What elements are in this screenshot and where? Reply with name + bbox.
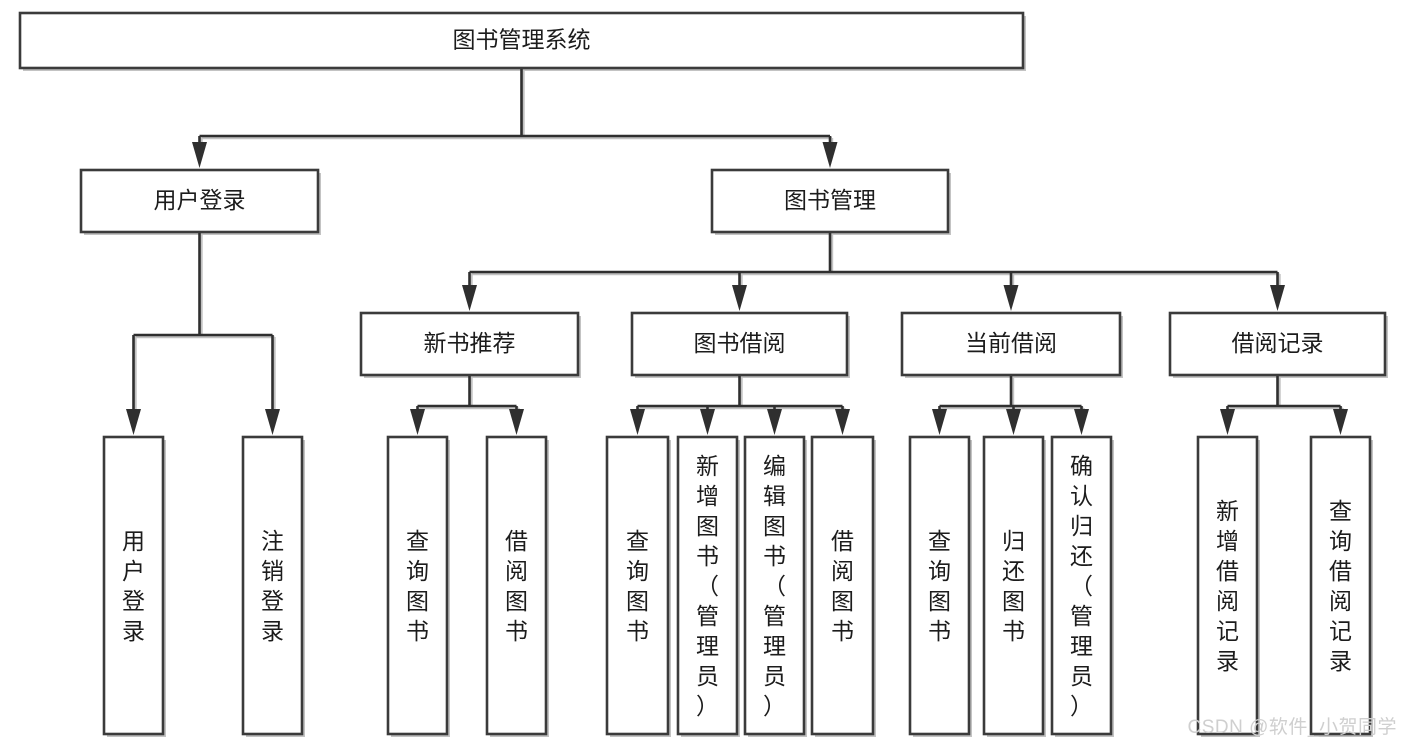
node-leaf-confirm-return-label: 确认归还（管理员） bbox=[1070, 453, 1093, 719]
conn-borrow-records-to-leaf-add-record-arrowhead bbox=[1220, 409, 1235, 435]
node-leaf-query-book-1-label: 查询图书 bbox=[406, 528, 429, 644]
node-leaf-edit-book-label: 编辑图书（管理员） bbox=[763, 453, 786, 719]
node-leaf-query-record-label: 查询借阅记录 bbox=[1329, 498, 1352, 674]
node-leaf-user-logout-box[interactable] bbox=[241, 435, 304, 736]
node-leaf-query-book-2-label: 查询图书 bbox=[626, 528, 649, 644]
conn-book-borrow-to-leaf-query-book-2-arrowhead bbox=[630, 409, 645, 435]
node-leaf-borrow-book-2-box[interactable] bbox=[810, 435, 875, 736]
node-leaf-return-book-box[interactable] bbox=[982, 435, 1045, 736]
node-leaf-borrow-book-1-box[interactable] bbox=[485, 435, 548, 736]
node-root-label: 图书管理系统 bbox=[453, 27, 591, 53]
watermark-label: CSDN @软件_小贺同学 bbox=[1187, 717, 1397, 738]
node-borrow-records-box[interactable] bbox=[1168, 311, 1387, 377]
conn-current-borrow-to-leaf-confirm-return-arrowhead bbox=[1074, 409, 1089, 435]
node-leaf-query-book-1-box[interactable] bbox=[386, 435, 449, 736]
node-new-book-recommend-box[interactable] bbox=[359, 311, 580, 377]
conn-book-borrow-to-leaf-add-book-arrowhead bbox=[700, 409, 715, 435]
node-root-box[interactable] bbox=[18, 11, 1025, 70]
node-new-book-recommend-label: 新书推荐 bbox=[424, 330, 516, 356]
conn-root-to-book-management-arrowhead bbox=[822, 142, 838, 168]
conn-root-to-user-login-arrowhead bbox=[192, 142, 207, 168]
node-leaf-edit-book-box[interactable] bbox=[743, 435, 806, 736]
node-leaf-borrow-book-1-label: 借阅图书 bbox=[505, 528, 528, 644]
conn-user-login-to-leaf-user-logout-arrowhead bbox=[265, 409, 280, 435]
conn-current-borrow-to-leaf-return-book-arrowhead bbox=[1006, 409, 1021, 435]
conn-book-management-to-borrow-records-arrowhead bbox=[1270, 285, 1285, 311]
node-book-management-label: 图书管理 bbox=[784, 187, 876, 213]
node-leaf-query-record-box[interactable] bbox=[1309, 435, 1372, 736]
node-leaf-user-login-box[interactable] bbox=[102, 435, 165, 736]
node-leaf-return-book-label: 归还图书 bbox=[1002, 528, 1025, 644]
node-leaf-add-book-box[interactable] bbox=[676, 435, 739, 736]
node-leaf-borrow-book-2-label: 借阅图书 bbox=[831, 528, 854, 644]
conn-current-borrow-to-leaf-query-book-3-arrowhead bbox=[932, 409, 947, 435]
node-current-borrow-label: 当前借阅 bbox=[965, 330, 1057, 356]
node-leaf-add-record-label: 新增借阅记录 bbox=[1216, 498, 1239, 674]
node-leaf-user-login-label: 用户登录 bbox=[122, 528, 145, 644]
conn-book-borrow-to-leaf-borrow-book-2-arrowhead bbox=[835, 409, 850, 435]
node-leaf-query-book-2-box[interactable] bbox=[605, 435, 670, 736]
node-leaf-user-logout-label: 注销登录 bbox=[261, 528, 284, 644]
conn-borrow-records-to-leaf-query-record-arrowhead bbox=[1333, 409, 1348, 435]
node-leaf-add-record-box[interactable] bbox=[1196, 435, 1259, 736]
node-leaf-query-book-3-box[interactable] bbox=[908, 435, 971, 736]
node-book-borrow-box[interactable] bbox=[630, 311, 849, 377]
node-book-management-box[interactable] bbox=[710, 168, 950, 234]
conn-book-borrow-to-leaf-edit-book-arrowhead bbox=[767, 409, 782, 435]
conn-book-management-to-new-book-recommend-arrowhead bbox=[462, 285, 477, 311]
conn-book-management-to-book-borrow-arrowhead bbox=[732, 285, 747, 311]
conn-new-book-recommend-to-leaf-query-book-1-arrowhead bbox=[410, 409, 425, 435]
node-leaf-add-book-label: 新增图书（管理员） bbox=[696, 453, 719, 719]
conn-user-login-to-leaf-user-login-arrowhead bbox=[126, 409, 141, 435]
node-book-borrow-label: 图书借阅 bbox=[694, 330, 786, 356]
node-user-login-box[interactable] bbox=[79, 168, 320, 234]
node-user-login-label: 用户登录 bbox=[154, 187, 246, 213]
conn-new-book-recommend-to-leaf-borrow-book-1-arrowhead bbox=[509, 409, 524, 435]
node-leaf-query-book-3-label: 查询图书 bbox=[928, 528, 951, 644]
node-leaf-confirm-return-box[interactable] bbox=[1050, 435, 1113, 736]
node-current-borrow-box[interactable] bbox=[900, 311, 1122, 377]
node-borrow-records-label: 借阅记录 bbox=[1232, 330, 1324, 356]
conn-book-management-to-current-borrow-arrowhead bbox=[1003, 285, 1019, 311]
